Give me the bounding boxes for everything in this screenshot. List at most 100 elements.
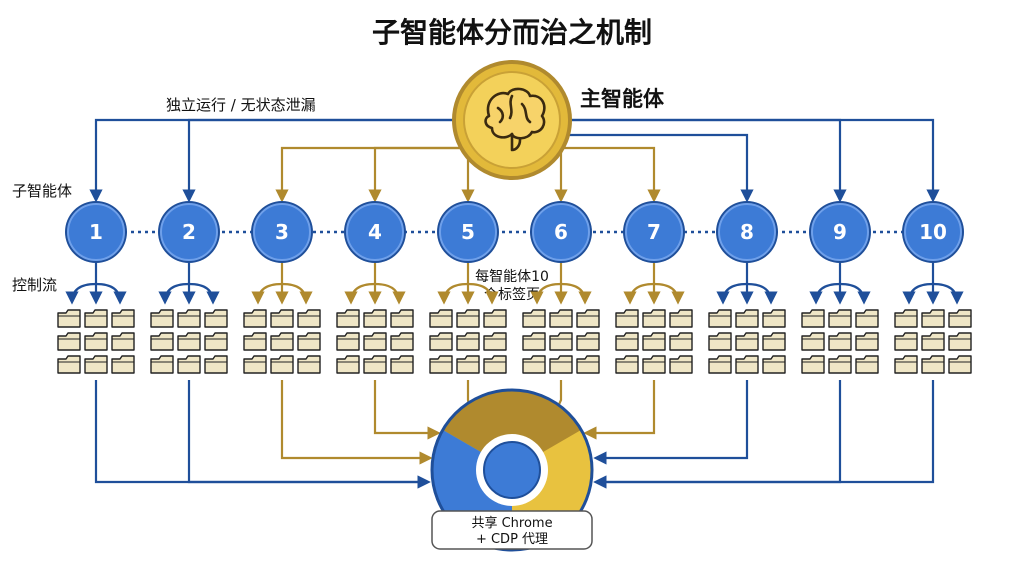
agent-9-to-chrome-arrow xyxy=(593,380,842,489)
agent-2-fan-arrow-2 xyxy=(188,282,220,305)
tab-folder-icon xyxy=(762,332,786,351)
tab-folder-icon xyxy=(204,355,228,374)
tab-folder-icon xyxy=(336,309,360,328)
agent-8-to-chrome-arrow xyxy=(593,380,749,465)
tab-folder-icon xyxy=(150,332,174,351)
tab-folder-icon xyxy=(642,355,666,374)
tab-folder-icon xyxy=(615,332,639,351)
tab-folder-icon xyxy=(549,355,573,374)
tab-folder-icon xyxy=(84,332,108,351)
agent-3-fan-arrow-2 xyxy=(281,282,313,305)
tab-folder-icon xyxy=(735,332,759,351)
tab-folder-icon xyxy=(762,309,786,328)
isolation-label: 独立运行 / 无状态泄漏 xyxy=(166,96,316,114)
tab-folder-icon xyxy=(243,309,267,328)
tab-folder-icon xyxy=(390,332,414,351)
brain-icon xyxy=(484,87,546,152)
agent-4-fan-arrow-0 xyxy=(344,282,376,305)
tab-folder-icon xyxy=(549,332,573,351)
tab-folder-icon xyxy=(363,309,387,328)
master-agent-label: 主智能体 xyxy=(580,87,665,111)
agent-5-fan-arrow-2 xyxy=(467,282,499,305)
tab-folder-icon xyxy=(483,332,507,351)
tab-folder-icon xyxy=(735,355,759,374)
tab-folder-icon xyxy=(177,309,201,328)
tab-folder-icon xyxy=(948,309,972,328)
agent-1-to-chrome-arrow xyxy=(94,380,431,489)
tab-folder-icon xyxy=(57,355,81,374)
tab-folder-icon xyxy=(642,309,666,328)
tab-folder-icon xyxy=(297,355,321,374)
tab-folder-icon xyxy=(576,332,600,351)
tab-folder-icon xyxy=(948,355,972,374)
master-to-agent-9-arrow xyxy=(569,118,847,203)
sub-agent-node-9: 9 xyxy=(809,201,871,263)
tab-folder-icon xyxy=(57,309,81,328)
tab-folder-icon xyxy=(297,332,321,351)
sub-agents-label: 子智能体 xyxy=(12,182,72,200)
tab-folder-icon xyxy=(669,309,693,328)
sub-agent-number: 3 xyxy=(275,220,289,244)
agent-6-fan-arrow-2 xyxy=(560,282,592,305)
agent-10-to-chrome-arrow xyxy=(593,380,935,489)
tab-folder-icon xyxy=(111,332,135,351)
page-title: 子智能体分而治之机制 xyxy=(372,16,652,49)
tab-folder-icon xyxy=(708,355,732,374)
sub-agent-node-3: 3 xyxy=(251,201,313,263)
tab-folder-icon xyxy=(84,309,108,328)
master-to-agent-10-arrow xyxy=(569,118,940,203)
tab-folder-icon xyxy=(363,355,387,374)
tab-folder-icon xyxy=(522,332,546,351)
tab-folder-icon xyxy=(111,309,135,328)
agent-7-to-chrome-arrow xyxy=(583,380,656,440)
tab-folder-icon xyxy=(615,355,639,374)
agent-9-fan-arrow-0 xyxy=(809,282,841,305)
agent-1-fan-arrow-0 xyxy=(65,282,97,305)
tab-folder-icon xyxy=(243,355,267,374)
tab-folder-icon xyxy=(390,309,414,328)
agent-3-fan-arrow-0 xyxy=(251,282,283,305)
tab-folder-icon xyxy=(150,309,174,328)
tab-folder-icon xyxy=(336,332,360,351)
tab-folder-icon xyxy=(708,332,732,351)
tab-folder-icon xyxy=(456,332,480,351)
sub-agent-node-8: 8 xyxy=(716,201,778,263)
tab-folder-icon xyxy=(270,309,294,328)
tab-folder-icon xyxy=(522,309,546,328)
tab-folder-icon xyxy=(204,309,228,328)
tab-folder-icon xyxy=(855,355,879,374)
tab-folder-icon xyxy=(270,355,294,374)
tab-folder-icon xyxy=(735,309,759,328)
tab-folder-icon xyxy=(921,332,945,351)
agent-2-to-chrome-arrow xyxy=(187,380,431,489)
sub-agent-number: 5 xyxy=(461,220,475,244)
agent-6-fan-arrow-0 xyxy=(530,282,562,305)
tab-folder-icon xyxy=(801,309,825,328)
tab-folder-icon xyxy=(894,309,918,328)
tab-folder-icon xyxy=(855,309,879,328)
tab-folder-icon xyxy=(801,332,825,351)
tab-folder-icon xyxy=(363,332,387,351)
agent-10-fan-arrow-0 xyxy=(902,282,934,305)
sub-agent-number: 10 xyxy=(919,220,947,244)
sub-agent-number: 1 xyxy=(89,220,103,244)
tab-folder-icon xyxy=(57,332,81,351)
sub-agent-node-7: 7 xyxy=(623,201,685,263)
tab-folder-icon xyxy=(828,332,852,351)
tab-folder-icon xyxy=(921,309,945,328)
tab-folder-icon xyxy=(429,309,453,328)
tab-folder-icon xyxy=(669,332,693,351)
sub-agent-node-5: 5 xyxy=(437,201,499,263)
tab-folder-icon xyxy=(549,309,573,328)
tab-folder-icon xyxy=(111,355,135,374)
sub-agent-number: 9 xyxy=(833,220,847,244)
agent-2-fan-arrow-0 xyxy=(158,282,190,305)
agent-8-fan-arrow-2 xyxy=(746,282,778,305)
sub-agent-number: 2 xyxy=(182,220,196,244)
agent-7-fan-arrow-2 xyxy=(653,282,685,305)
agent-5-fan-arrow-0 xyxy=(437,282,469,305)
tab-folder-icon xyxy=(177,332,201,351)
tab-folder-icon xyxy=(828,309,852,328)
